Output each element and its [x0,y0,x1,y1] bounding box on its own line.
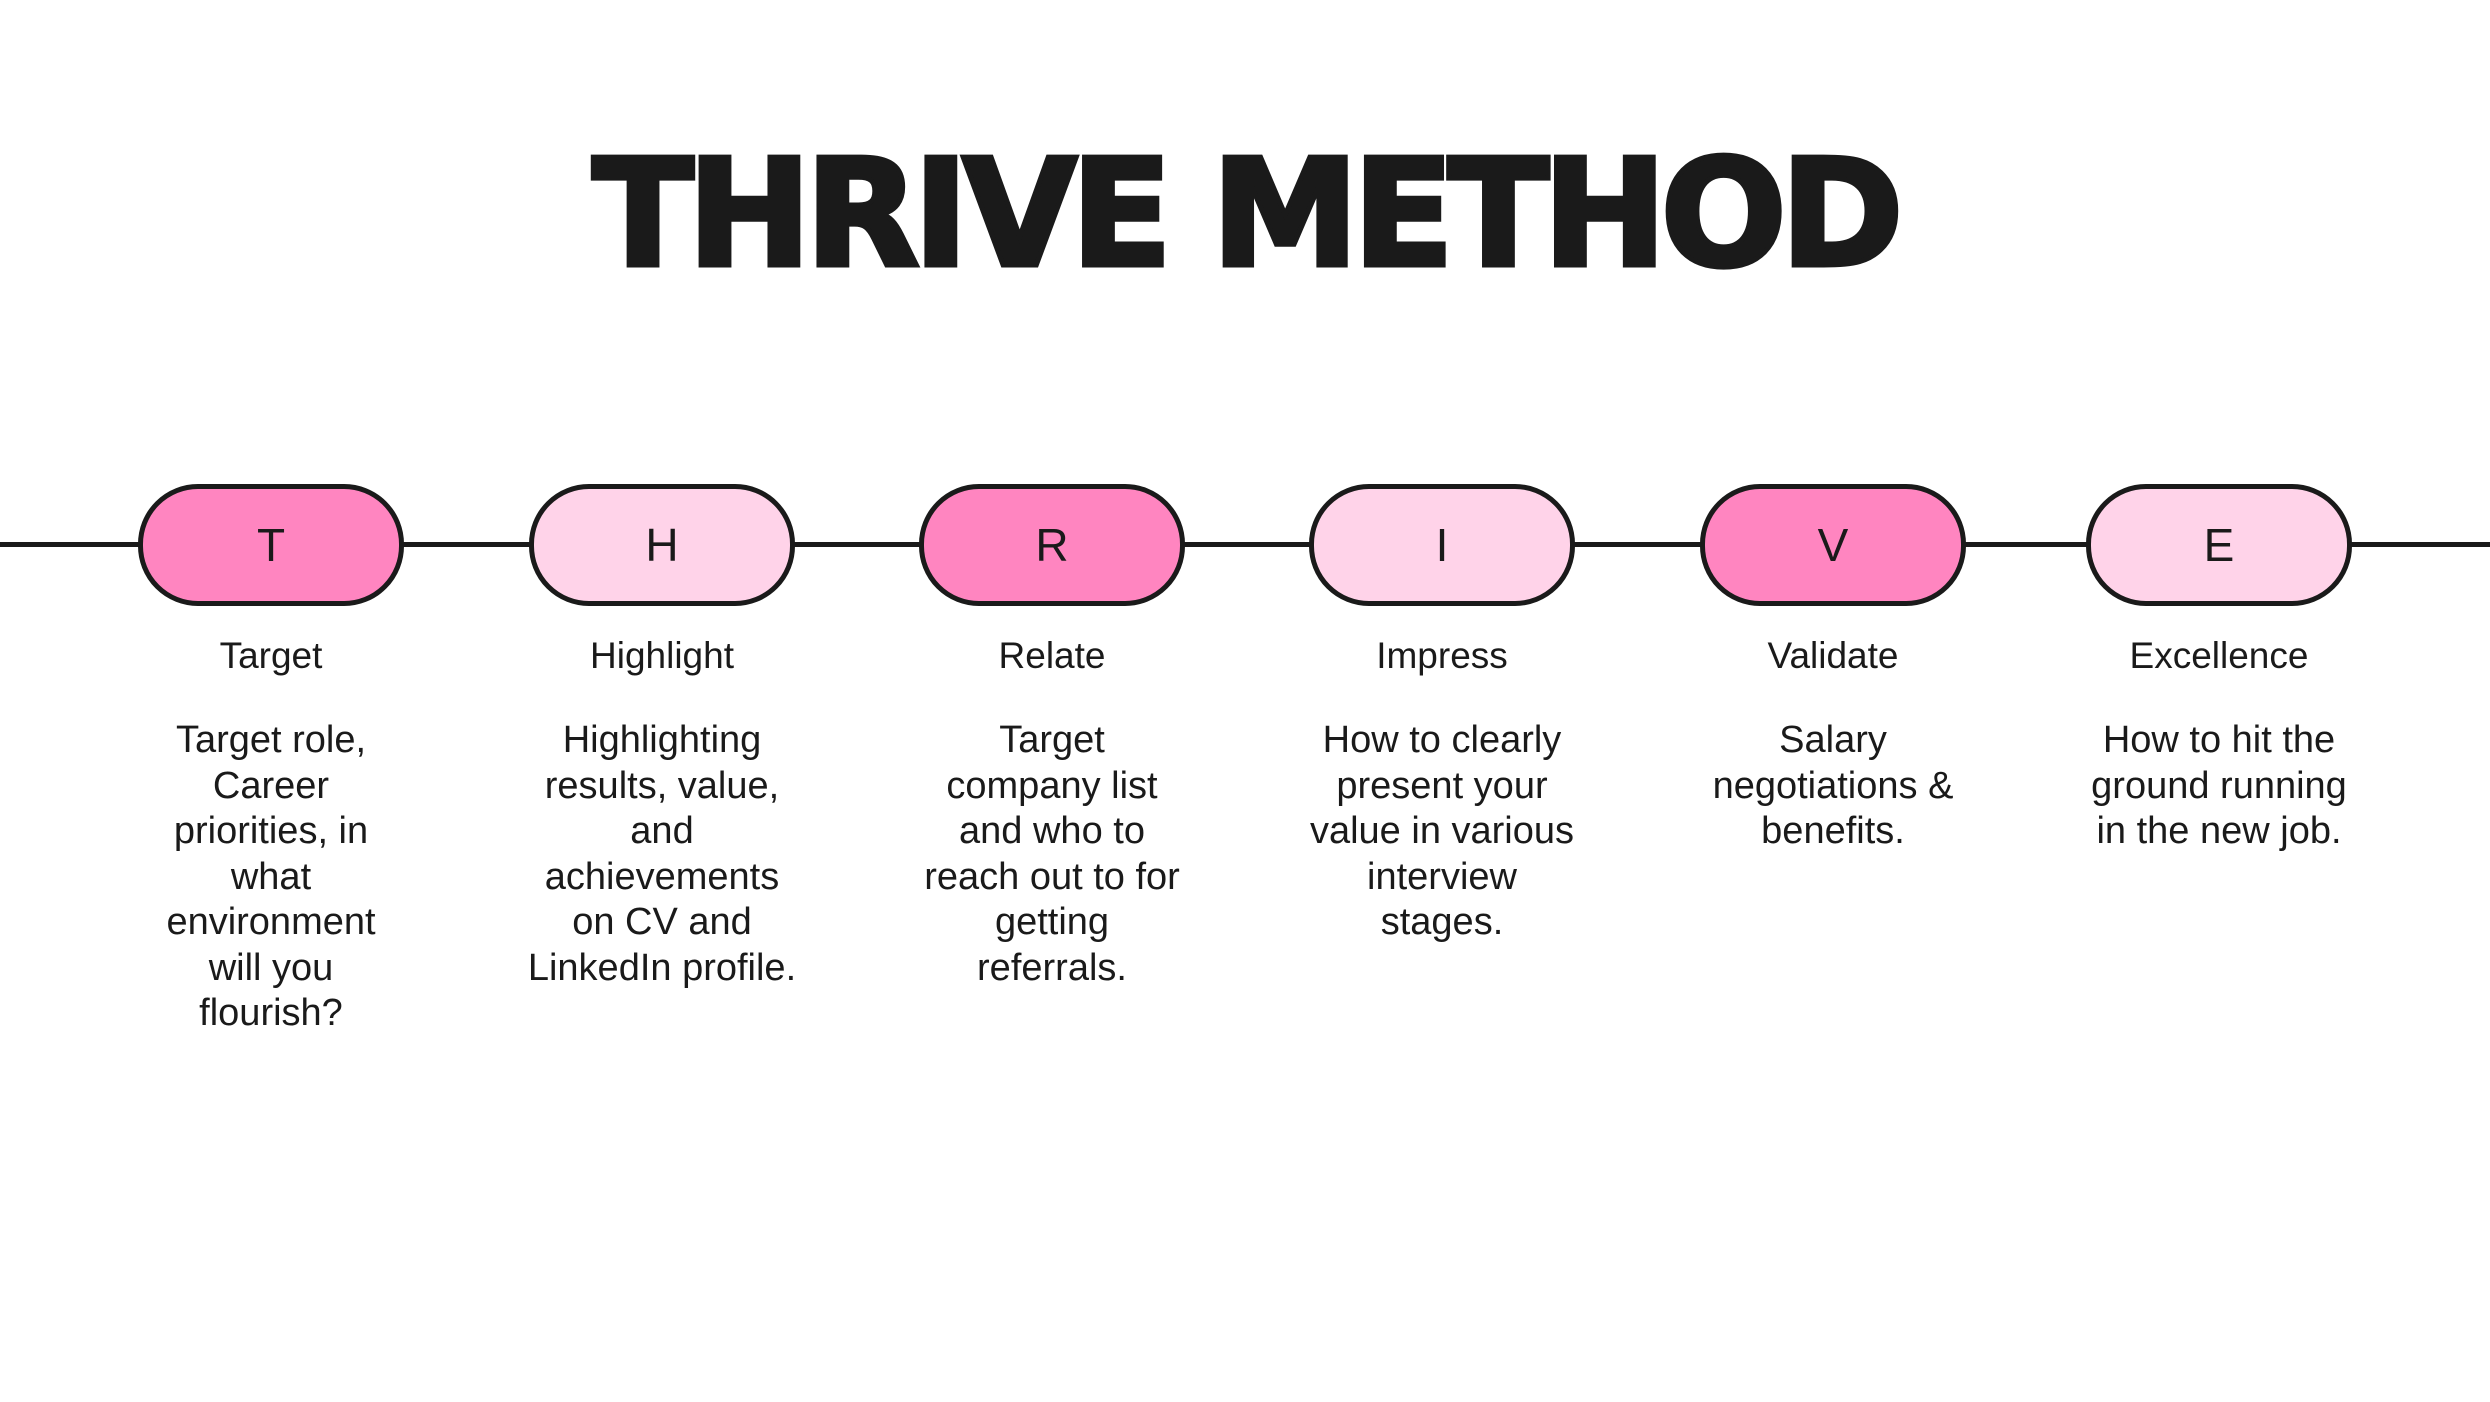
step-description: Salary negotiations & benefits. [1712,719,1954,852]
step-description: How to hit the ground running in the new… [2091,719,2347,852]
step-letter-pill: H [529,484,795,606]
step-validate: V Validate Salary negotiations & benefit… [1638,484,2028,855]
step-excellence: E Excellence How to hit the ground runni… [2024,484,2414,855]
step-description: Highlighting results, value, and achieve… [527,719,797,989]
step-letter-pill: V [1700,484,1966,606]
step-label: Highlight [590,635,734,676]
timeline-line [0,542,2490,547]
step-label: Validate [1767,635,1899,676]
step-label: Target [219,635,323,676]
step-label: Excellence [2129,635,2309,676]
step-target: T Target Target role, Career priorities,… [76,484,466,1037]
step-highlight: H Highlight Highlighting results, value,… [467,484,857,991]
step-letter-pill: I [1309,484,1575,606]
step-impress: I Impress How to clearly present your va… [1247,484,1637,946]
step-letter-pill: T [138,484,404,606]
step-relate: R Relate Target company list and who to … [857,484,1247,991]
step-label: Impress [1376,635,1508,676]
step-description: Target role, Career priorities, in what … [166,719,376,1034]
step-label: Relate [998,635,1106,676]
step-letter-pill: R [919,484,1185,606]
step-description: Target company list and who to reach out… [924,719,1180,989]
page-title: THRIVE METHOD [590,128,1906,300]
step-description: How to clearly present your value in var… [1309,719,1575,943]
step-letter-pill: E [2086,484,2352,606]
